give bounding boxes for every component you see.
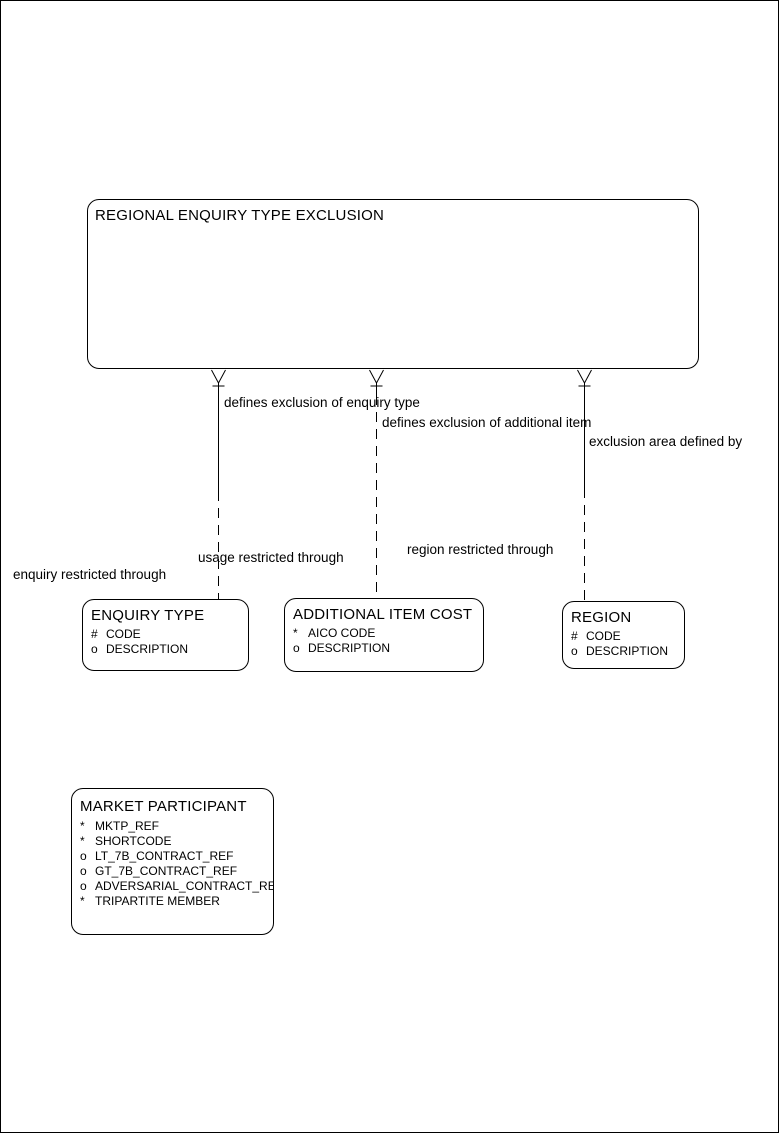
relationship-line-enquiry-type[interactable] <box>211 369 226 599</box>
attribute-row: o DESCRIPTION <box>293 641 483 656</box>
relationship-label-defines-exclusion-of-additional-item: defines exclusion of additional item <box>382 415 592 430</box>
attribute-name: CODE <box>586 629 621 643</box>
attribute-row: o DESCRIPTION <box>571 644 684 659</box>
attribute-name: SHORTCODE <box>95 834 172 848</box>
relationship-label-region-restricted-through: region restricted through <box>407 542 554 557</box>
attribute-name: GT_7B_CONTRACT_REF <box>95 864 238 878</box>
attribute-marker: o <box>91 642 98 656</box>
attribute-row: * AICO CODE <box>293 626 483 641</box>
attribute-name: CODE <box>106 627 141 641</box>
entity-regional-enquiry-type-exclusion[interactable]: REGIONAL ENQUIRY TYPE EXCLUSION <box>87 199 699 369</box>
attribute-name: MKTP_REF <box>95 819 160 833</box>
attribute-name: TRIPARTITE MEMBER <box>95 894 220 908</box>
relationship-label-enquiry-restricted-through: enquiry restricted through <box>13 567 167 582</box>
attribute-row: # CODE <box>571 629 684 644</box>
attribute-marker: o <box>80 879 87 893</box>
attribute-name: LT_7B_CONTRACT_REF <box>95 849 234 863</box>
entity-title: MARKET PARTICIPANT <box>80 798 247 815</box>
attribute-row: # CODE <box>91 627 248 642</box>
attribute-marker: o <box>80 849 87 863</box>
attribute-name: AICO CODE <box>308 626 376 640</box>
attribute-row: o DESCRIPTION <box>91 642 248 657</box>
attribute-name: ADVERSARIAL_CONTRACT_REF <box>95 879 274 893</box>
attribute-row: * MKTP_REF <box>80 819 273 834</box>
entity-title: ENQUIRY TYPE <box>91 607 205 624</box>
attribute-marker: o <box>80 864 87 878</box>
relationship-label-defines-exclusion-of-enquiry-type: defines exclusion of enquiry type <box>224 395 420 410</box>
attribute-marker: * <box>80 894 85 908</box>
entity-title: REGIONAL ENQUIRY TYPE EXCLUSION <box>95 207 385 224</box>
relationship-line-additional-item-cost[interactable] <box>369 369 384 598</box>
attribute-row: * TRIPARTITE MEMBER <box>80 894 273 909</box>
attribute-row: * SHORTCODE <box>80 834 273 849</box>
attribute-marker: o <box>571 644 578 658</box>
attribute-row: o ADVERSARIAL_CONTRACT_REF <box>80 879 273 894</box>
relationship-label-exclusion-area-defined-by: exclusion area defined by <box>589 434 743 449</box>
relationship-label-usage-restricted-through: usage restricted through <box>198 550 344 565</box>
attribute-marker: * <box>80 834 85 848</box>
attribute-marker: * <box>80 819 85 833</box>
relationship-line-region[interactable] <box>577 369 592 601</box>
entity-title: REGION <box>571 609 632 626</box>
entity-enquiry-type[interactable]: ENQUIRY TYPE # CODE o DESCRIPTION <box>82 599 249 671</box>
attribute-row: o LT_7B_CONTRACT_REF <box>80 849 273 864</box>
entity-market-participant[interactable]: MARKET PARTICIPANT *MKTP_REF *SHORTCODE … <box>71 788 274 935</box>
attribute-name: DESCRIPTION <box>308 641 391 655</box>
attribute-name: DESCRIPTION <box>106 642 189 656</box>
attribute-row: o GT_7B_CONTRACT_REF <box>80 864 273 879</box>
attribute-name: DESCRIPTION <box>586 644 669 658</box>
attribute-marker: # <box>571 629 578 643</box>
attribute-marker: o <box>293 641 300 655</box>
entity-additional-item-cost[interactable]: ADDITIONAL ITEM COST * AICO CODE o DESCRIP… <box>284 598 484 672</box>
attribute-marker: # <box>91 627 98 641</box>
entity-region[interactable]: REGION # CODE o DESCRIPTION <box>562 601 685 669</box>
attribute-marker: * <box>293 626 298 640</box>
entity-title: ADDITIONAL ITEM COST <box>293 606 473 623</box>
